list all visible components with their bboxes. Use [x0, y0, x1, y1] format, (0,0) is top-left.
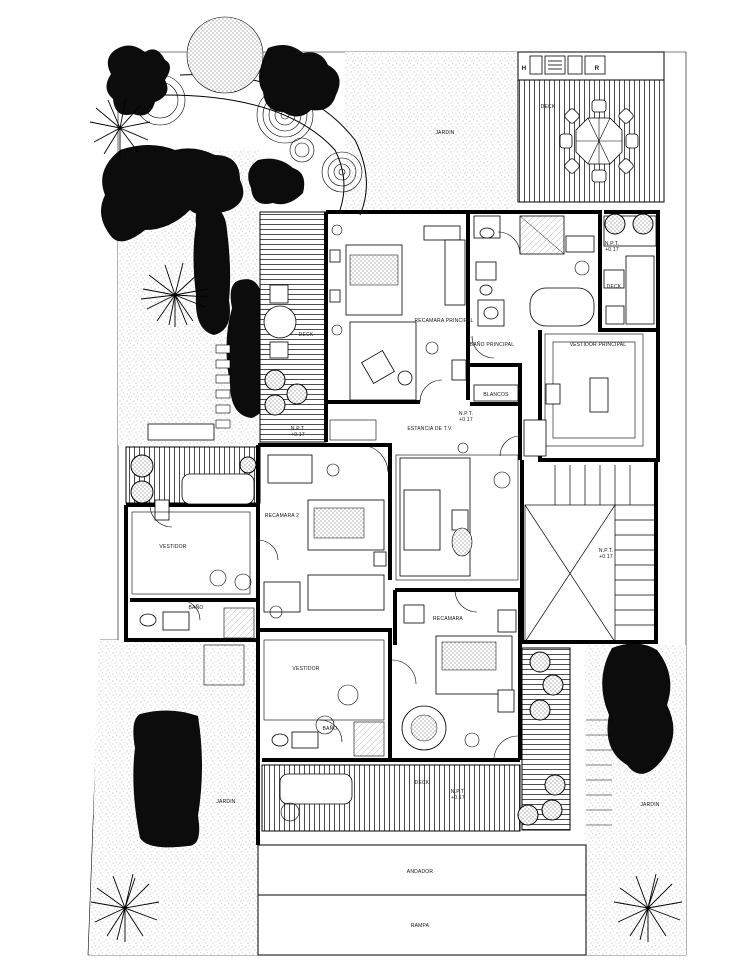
stairwell	[524, 465, 656, 643]
stepping-stones	[215, 344, 231, 429]
master-bedroom-furniture	[329, 224, 467, 401]
label-deck-lower: DECK	[415, 780, 430, 786]
master-closet-furniture	[544, 213, 657, 447]
npt-value-1: +0.17	[459, 417, 473, 423]
npt-marker-5: N.P.T.	[605, 241, 619, 247]
npt-marker-2: N.P.T.	[291, 426, 305, 432]
label-bano-left: BAÑO	[189, 604, 204, 611]
bedroom-lower-furniture	[401, 604, 517, 751]
npt-marker-1: N.P.T.	[459, 411, 473, 417]
closet-left-furniture	[131, 511, 255, 639]
label-blancos: BLANCOS	[483, 392, 509, 398]
label-deck-master: DECK	[299, 332, 314, 338]
npt-marker-3: N.P.T.	[451, 789, 465, 795]
exterior-steps	[586, 719, 612, 826]
master-bath-fixtures	[473, 215, 595, 327]
door-swings	[149, 231, 521, 761]
label-recamara-2: RECAMARA 2	[265, 513, 299, 519]
tree-canopy	[186, 16, 264, 94]
label-andador: ANDADOR	[407, 869, 434, 875]
label-r: R	[595, 66, 600, 72]
room-labels: JARDIN JARDIN DECK DECK DECK RECAMARA PR…	[159, 66, 659, 929]
level-markers: N.P.T. +0.17 N.P.T. +0.17 N.P.T. +0.17 N…	[291, 241, 619, 801]
planters	[263, 284, 566, 826]
patio-dining-set	[559, 99, 639, 183]
walls	[124, 210, 660, 845]
label-jardin-top: JARDIN	[435, 130, 454, 136]
label-deck-top: DECK	[541, 104, 556, 110]
label-recamara: RECAMARA	[433, 616, 463, 622]
tv-room-furniture	[329, 419, 519, 581]
label-bano-principal: BAÑO PRINCIPAL	[470, 341, 514, 348]
label-estancia-tv: ESTANCIA DE T.V.	[407, 426, 452, 432]
label-vestidor-lower: VESTIDOR	[292, 666, 319, 672]
npt-value-4: +0.17	[599, 554, 613, 560]
label-jardin-bottom-left: JARDIN	[216, 799, 235, 805]
label-h: H	[522, 66, 527, 72]
bedroom-2-furniture	[263, 454, 387, 619]
npt-marker-4: N.P.T.	[599, 548, 613, 554]
npt-value-5: +0.17	[605, 247, 619, 253]
label-recamara-principal: RECAMARA PRINCIPAL	[414, 318, 473, 324]
rear-bath-fixtures	[130, 454, 257, 521]
label-rampa: RAMPA	[411, 923, 430, 929]
npt-value-2: +0.17	[291, 432, 305, 438]
label-vestidor-left: VESTIDOR	[159, 544, 186, 550]
tree-masses	[101, 44, 674, 848]
label-bano-lower: BAÑO	[323, 725, 338, 732]
label-deck-bath: DECK	[607, 284, 622, 290]
outdoor-grill	[529, 55, 606, 75]
label-vestidor-principal: VESTIDOR PRINCIPAL	[570, 342, 627, 348]
label-jardin-left: JARDIN	[187, 179, 206, 185]
label-jardin-right: JARDIN	[640, 802, 659, 808]
closet-lower-furniture	[263, 639, 385, 822]
npt-value-3: +0.17	[451, 795, 465, 801]
spiky-plants	[89, 97, 683, 942]
